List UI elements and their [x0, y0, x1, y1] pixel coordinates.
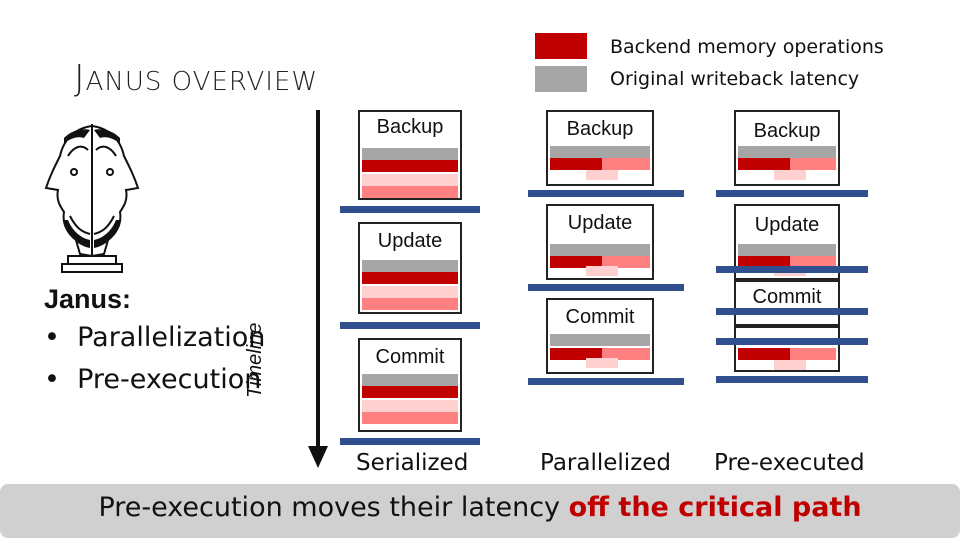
writeback-bar [550, 146, 650, 158]
writeback-bar [362, 260, 458, 272]
memory-op-bar-light [362, 286, 458, 298]
janus-heading: Janus: [44, 284, 132, 314]
writeback-bar [550, 244, 650, 256]
preexecuted-sync-line [716, 338, 868, 345]
legend-swatch-writeback [535, 66, 587, 92]
legend-swatch-memory-ops [535, 33, 587, 59]
memory-op-bar [550, 158, 602, 170]
memory-op-bar-pink [362, 186, 458, 198]
step-label: Backup [753, 120, 821, 142]
memory-op-bar-light [362, 400, 458, 412]
memory-op-bar [738, 256, 790, 268]
parallelized-sync-line [528, 190, 684, 197]
slide-title: JANUS OVERVIEW [74, 58, 319, 99]
serialized-commit-box: Commit [358, 338, 462, 432]
memory-op-bar-pink [790, 256, 836, 268]
writeback-bar [738, 146, 836, 158]
step-label: Update [377, 230, 443, 252]
memory-op-bar-pink [602, 256, 650, 268]
memory-op-bar-light [586, 170, 618, 180]
memory-op-bar [738, 348, 790, 360]
footer-banner: Pre-execution moves their latency off th… [0, 484, 960, 538]
memory-op-bar-light [362, 174, 458, 186]
step-label: Backup [566, 118, 634, 140]
step-label: Commit [565, 306, 635, 328]
memory-op-bar [362, 272, 458, 284]
janus-bust-icon [44, 124, 140, 273]
memory-op-bar-pink [602, 158, 650, 170]
column-label-preexecuted: Pre-executed [714, 450, 865, 476]
memory-op-bar-light [586, 266, 618, 276]
preexecuted-sync-line [716, 190, 868, 197]
serialized-sync-line [340, 438, 480, 445]
serialized-update-box: Update [358, 222, 462, 314]
step-label: Commit [752, 286, 822, 308]
memory-op-bar [550, 256, 602, 268]
footer-text: Pre-execution moves their latency off th… [98, 492, 862, 523]
column-label-parallelized: Parallelized [540, 450, 672, 476]
step-label: Update [567, 212, 633, 234]
memory-op-bar [362, 386, 458, 398]
preexecuted-commit-ops-box [734, 326, 840, 372]
parallelized-backup-box: Backup [546, 110, 654, 186]
column-label-serialized: Serialized [356, 450, 469, 476]
writeback-bar [362, 148, 458, 160]
legend-label-memory-ops: Backend memory operations [610, 36, 884, 58]
preexecuted-backup-box: Backup [734, 110, 840, 186]
writeback-bar [362, 374, 458, 386]
timeline-arrow [308, 110, 328, 468]
memory-op-bar-light [774, 360, 806, 370]
serialized-sync-line [340, 322, 480, 329]
timeline-label: Timeline [244, 322, 266, 398]
bullet-pre-execution: • Pre-execution [44, 364, 262, 395]
memory-op-bar-light [774, 170, 806, 180]
memory-op-bar-light [586, 358, 618, 368]
legend-label-writeback: Original writeback latency [610, 68, 860, 90]
memory-op-bar [550, 348, 602, 360]
preexecuted-sync-line [716, 376, 868, 383]
preexecuted-commit-box: Commit [734, 280, 840, 310]
memory-op-bar [362, 160, 458, 172]
writeback-bar [550, 334, 650, 346]
parallelized-sync-line [528, 284, 684, 291]
memory-op-bar-pink [362, 298, 458, 310]
memory-op-bar-pink [790, 348, 836, 360]
parallelized-commit-box: Commit [546, 298, 654, 374]
parallelized-update-box: Update [546, 204, 654, 280]
memory-op-bar-pink [362, 412, 458, 424]
serialized-sync-line [340, 206, 480, 213]
memory-op-bar [738, 158, 790, 170]
step-label: Backup [376, 116, 444, 138]
parallelized-sync-line [528, 378, 684, 385]
memory-op-bar-pink [790, 158, 836, 170]
memory-op-bar-pink [602, 348, 650, 360]
writeback-bar [738, 244, 836, 256]
bullet-parallelization: • Parallelization [44, 322, 266, 353]
preexecuted-sync-line [716, 266, 868, 273]
step-label: Update [754, 214, 820, 236]
step-label: Commit [375, 346, 445, 368]
serialized-backup-box: Backup [358, 110, 462, 200]
preexecuted-sync-line [716, 308, 868, 315]
